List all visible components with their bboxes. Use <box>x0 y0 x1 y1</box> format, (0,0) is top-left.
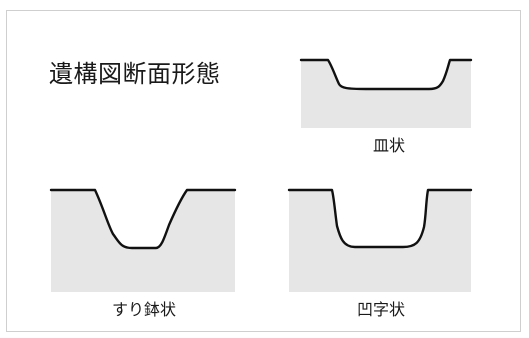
suribachi-profile <box>49 188 237 292</box>
ouji-profile-fill <box>289 190 471 292</box>
suribachi-profile-outline <box>49 188 237 250</box>
diagram-title: 遺構図断面形態 <box>49 60 221 88</box>
ouji-profile <box>287 188 473 292</box>
sara-profile-fill <box>301 60 471 128</box>
sara-profile <box>299 58 473 128</box>
ouji-label: 凹字状 <box>356 300 405 319</box>
ouji-profile-outline <box>287 188 473 249</box>
sara-label: 皿状 <box>372 136 405 155</box>
suribachi-profile-fill <box>51 190 235 292</box>
sara-profile-outline <box>299 58 473 91</box>
suribachi-label: すり鉢状 <box>111 300 176 319</box>
